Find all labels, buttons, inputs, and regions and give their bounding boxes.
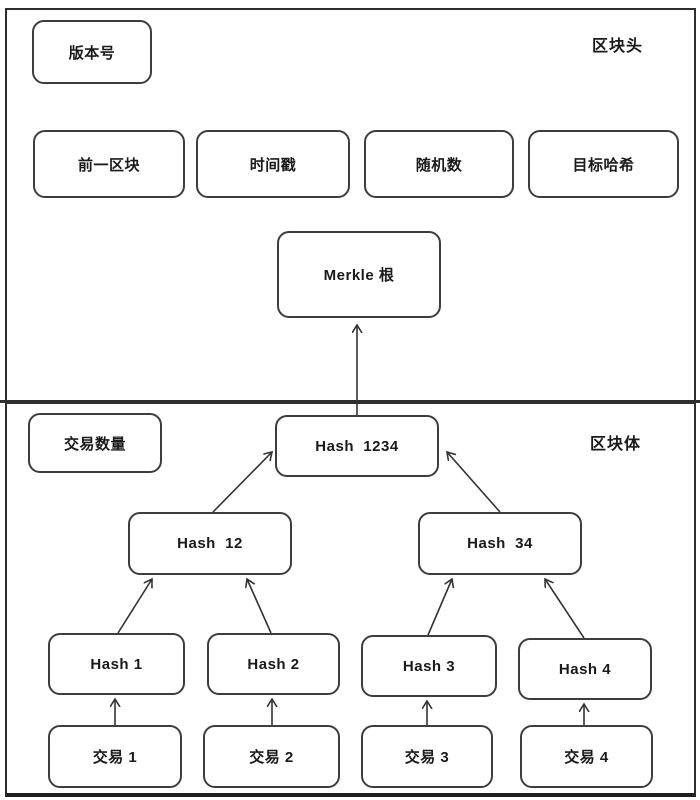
transaction-1-node: 交易 1 [48,725,182,788]
transaction-3-node: 交易 3 [361,725,493,788]
previous-block-node: 前一区块 [33,130,185,198]
hash-3-node: Hash 3 [361,635,497,697]
section-divider-line [0,400,700,403]
transaction-4-node: 交易 4 [520,725,653,788]
merkle-root-node: Merkle 根 [277,231,441,318]
hash-12-node: Hash 12 [128,512,292,575]
transaction-2-node: 交易 2 [203,725,340,788]
block-body-section-frame [5,402,696,797]
timestamp-node: 时间戳 [196,130,350,198]
block-header-section-frame [5,8,696,404]
block-header-section-label: 区块头 [592,38,644,55]
hash-34-node: Hash 34 [418,512,582,575]
hash-2-node: Hash 2 [207,633,340,695]
transaction-count-node: 交易数量 [28,413,162,473]
target-hash-node: 目标哈希 [528,130,679,198]
nonce-node: 随机数 [364,130,514,198]
hash-4-node: Hash 4 [518,638,652,700]
version-node: 版本号 [32,20,152,84]
hash-1234-node: Hash 1234 [275,415,439,477]
block-body-section-label: 区块体 [590,436,642,453]
hash-1-node: Hash 1 [48,633,185,695]
